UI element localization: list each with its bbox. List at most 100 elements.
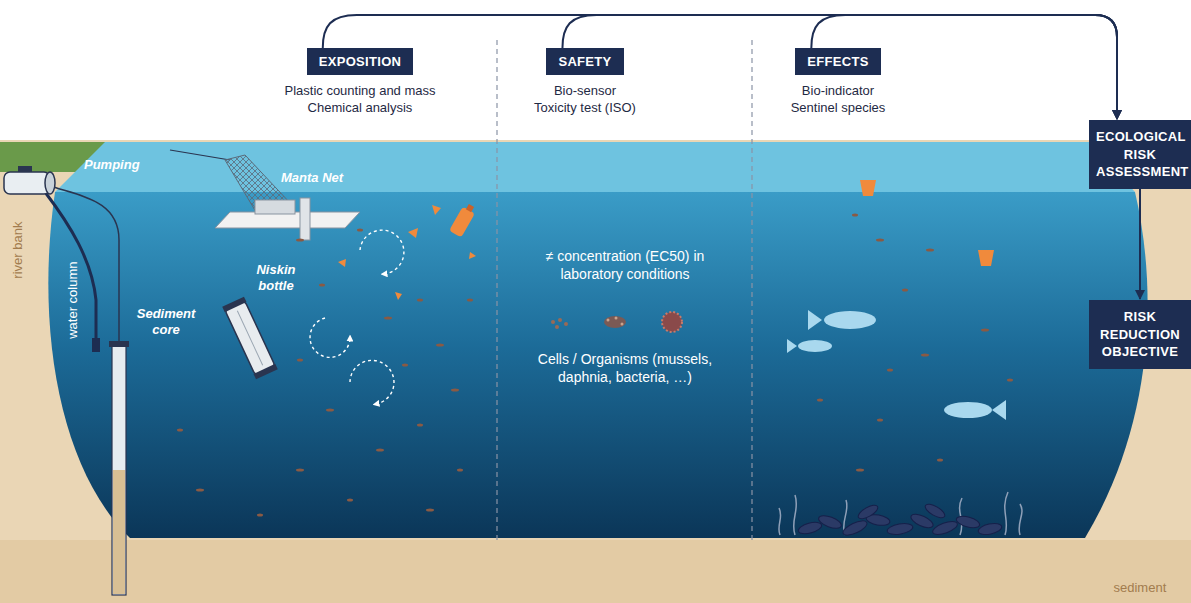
stage-title-box: SAFETY [546, 48, 623, 75]
equipment-label: Manta Net [281, 170, 343, 186]
plastic-bottle [466, 204, 474, 212]
microplastic-particles [856, 469, 864, 472]
microplastic-particles [467, 299, 473, 302]
mussel-bed [797, 520, 823, 536]
stage-description: Plastic counting and mass Chemical analy… [278, 83, 443, 117]
microplastic-particles [296, 238, 304, 241]
fish [787, 310, 1006, 420]
sediment-core [112, 345, 126, 595]
note-text: Cells / Organisms (mussels, daphnia, bac… [525, 350, 725, 386]
microplastic-particles [177, 229, 473, 517]
process-box: ECOLOGICAL RISK ASSESSMENT [1089, 120, 1191, 189]
manta-net [170, 150, 230, 160]
test-organisms [551, 320, 555, 324]
stage-description: Bio-sensor Toxicity test (ISO) [532, 83, 639, 117]
mussel-bed [886, 522, 913, 536]
flow-arrow [323, 15, 1117, 119]
test-organisms [662, 312, 682, 332]
test-organisms [551, 318, 568, 329]
section-divider [497, 40, 752, 540]
plastic-fragments [469, 252, 476, 259]
microplastic-particles [296, 469, 304, 472]
niskin-bottle [222, 297, 246, 313]
microplastic-particles [417, 299, 423, 302]
mussel-bed [977, 522, 1003, 537]
niskin-bottle [222, 297, 278, 380]
test-organisms [662, 312, 682, 332]
microplastic-particles [357, 229, 363, 232]
zone-label: sediment [1114, 580, 1167, 596]
mussel-bed [841, 518, 869, 538]
pump-icon [50, 186, 119, 345]
test-organisms [615, 317, 618, 320]
microplastic-particles [921, 354, 929, 357]
microplastic-particles [817, 214, 1013, 472]
manta-net [300, 198, 310, 240]
pump-icon [92, 338, 100, 352]
equipment-label: Sediment core [133, 306, 199, 339]
fish [798, 340, 832, 352]
mussel-bed [817, 513, 843, 531]
mussel-bed [955, 514, 981, 530]
mussel-bed [856, 503, 880, 522]
plastic-bottle [449, 202, 478, 238]
microplastic-particles [319, 284, 325, 287]
microplastic-particles [417, 424, 423, 427]
mussel-bed [797, 502, 1003, 538]
microplastic-particles [902, 289, 908, 292]
niskin-bottle [225, 301, 275, 376]
niskin-bottle [237, 311, 262, 365]
test-organisms [662, 312, 682, 332]
microplastic-particles [876, 239, 884, 242]
section-divider [751, 40, 752, 540]
microplastic-particles [426, 509, 434, 512]
flow-arrow [562, 15, 1117, 119]
microplastic-particles [376, 448, 384, 451]
seaweed [1019, 504, 1022, 535]
mussel-bed [931, 519, 959, 537]
current-swirl [310, 230, 404, 404]
fish [992, 400, 1006, 420]
microplastic-particles [347, 499, 353, 502]
current-swirl [310, 318, 350, 357]
seaweed [1005, 492, 1008, 535]
stage-title-box: EFFECTS [795, 48, 880, 75]
test-organisms [621, 323, 624, 326]
plastic-fragments [338, 259, 346, 267]
microplastic-particles [877, 419, 883, 422]
current-swirl [360, 230, 404, 274]
microplastic-particles [926, 249, 934, 252]
stage-header: SAFETY Bio-sensor Toxicity test (ISO) [515, 48, 655, 117]
microplastic-particles [887, 369, 893, 372]
plastic-fragments [408, 228, 418, 238]
plastic-cup [978, 250, 994, 266]
current-swirl [350, 360, 394, 404]
ground [0, 540, 1191, 603]
fish [944, 402, 992, 418]
stage-header: EFFECTS Bio-indicator Sentinel species [768, 48, 908, 117]
microplastic-particles [402, 364, 408, 367]
zone-label: river bank [10, 222, 26, 279]
stage-title-box: EXPOSITION [307, 48, 413, 75]
fish [824, 311, 876, 329]
section-divider [496, 40, 497, 540]
test-organisms [604, 316, 626, 328]
microplastic-particles [177, 429, 183, 432]
box-text: RISK REDUCTION OBJECTIVE [1096, 308, 1184, 361]
equipment-label: Pumping [84, 157, 140, 173]
test-organisms [555, 325, 559, 329]
plastic-fragments [338, 205, 476, 300]
flow-arrow [1139, 189, 1141, 299]
pump-icon [4, 166, 119, 352]
process-box: RISK REDUCTION OBJECTIVE [1089, 300, 1191, 369]
sediment-core [113, 470, 125, 594]
microplastic-particles [196, 489, 204, 492]
zone-label: water column [64, 261, 80, 338]
sediment-core [109, 341, 129, 347]
test-organisms [564, 322, 568, 326]
plastic-cup [860, 180, 876, 196]
microplastic-particles [1007, 379, 1013, 382]
microplastic-particles [297, 359, 303, 362]
stage-description: Bio-indicator Sentinel species [783, 83, 893, 117]
